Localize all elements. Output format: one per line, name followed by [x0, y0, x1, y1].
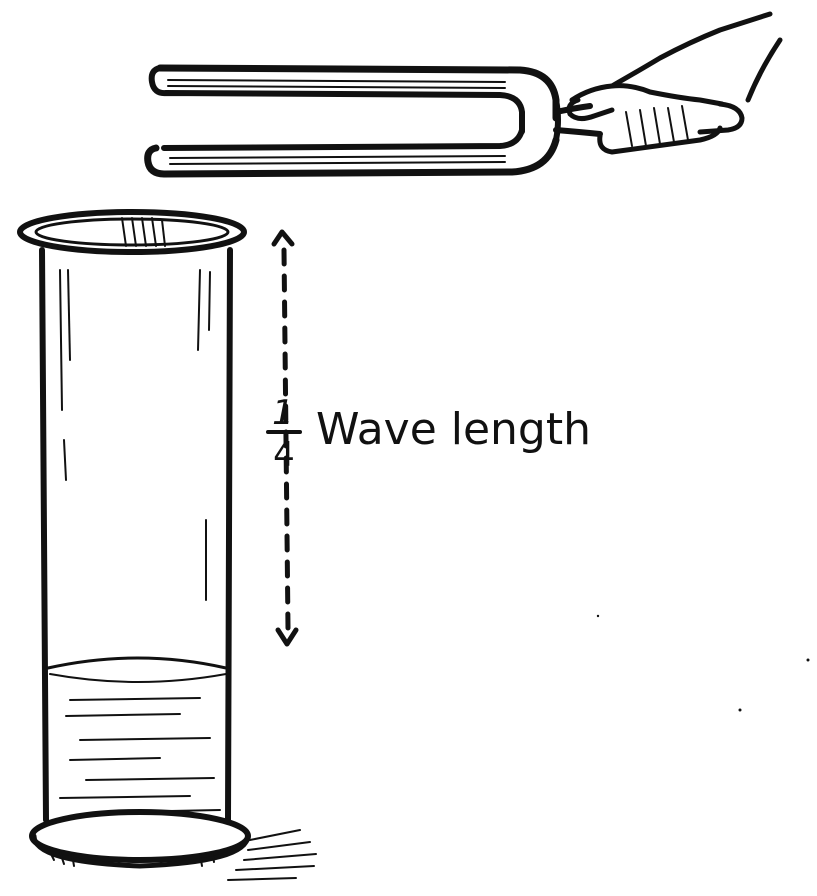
- graduated-cylinder-icon: [17, 209, 317, 881]
- fraction-denominator: 4: [273, 435, 295, 475]
- tuning-fork-icon: [144, 64, 603, 178]
- wave-length-label: Wave length: [316, 404, 591, 455]
- water-column-icon: [46, 656, 228, 813]
- fraction-numerator: 1: [272, 393, 294, 433]
- double-headed-dashed-arrow-icon: [271, 229, 299, 647]
- hand-icon: [566, 11, 783, 155]
- quarter-wavelength-label: 1 4 Wave length: [266, 393, 591, 475]
- paper-speck-marks: [596, 614, 810, 712]
